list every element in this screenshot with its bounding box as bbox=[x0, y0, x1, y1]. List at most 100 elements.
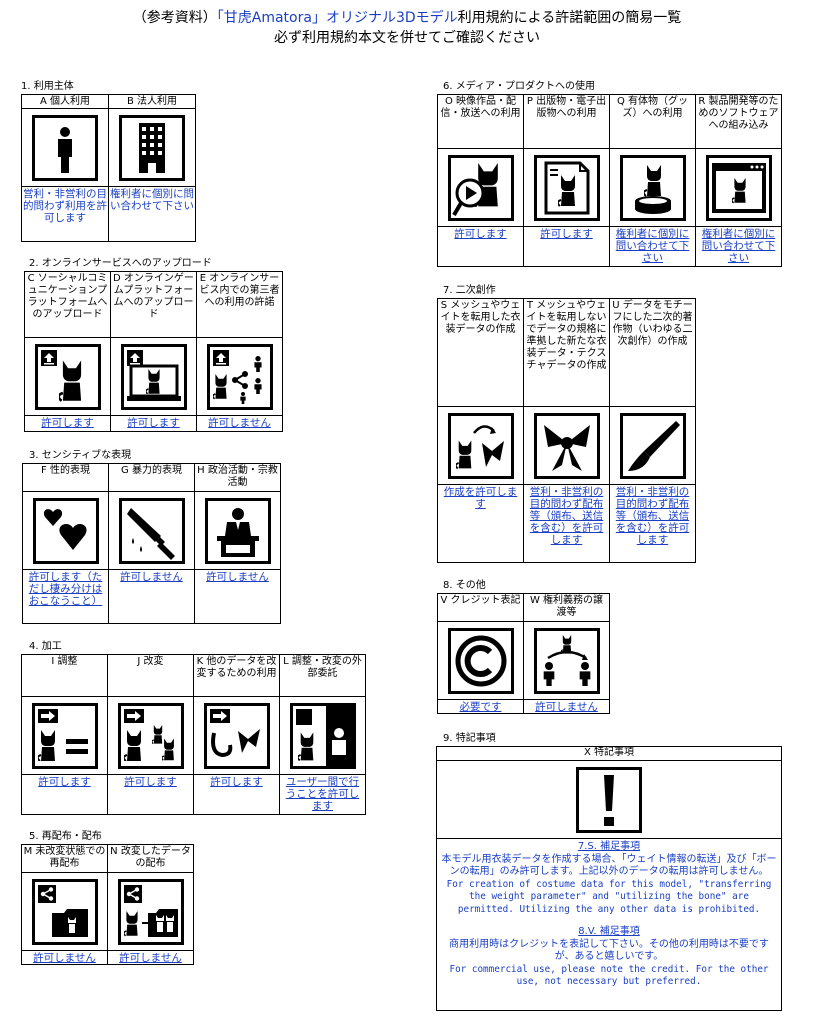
item-k-result: 許可します bbox=[193, 774, 280, 815]
note-1-title: 7.S. 補足事項 bbox=[577, 841, 641, 852]
item-w-label: W 権利義務の譲渡等 bbox=[523, 593, 610, 622]
item-a-result: 営利・非営利の目的問わず利用を許可します bbox=[21, 186, 109, 242]
item-j-label: J 改変 bbox=[107, 654, 194, 697]
outsource-icon bbox=[289, 702, 356, 769]
modify-icon bbox=[117, 702, 184, 769]
modified-distribute-icon bbox=[117, 878, 184, 945]
note-1-jp: 本モデル用衣装データを作成する場合、「ウェイト情報の転送」及び「ボーンの転用」の… bbox=[441, 853, 777, 878]
section-3-label: 3. センシティブな表現 bbox=[29, 450, 132, 461]
item-s-result: 作成を許可します bbox=[437, 484, 524, 563]
section-8-table: V クレジット表記 W 権利義務の譲渡等 必要です 許可しません bbox=[437, 593, 610, 714]
section-1-table: A 個人利用 B 法人利用 bbox=[21, 94, 196, 242]
item-o-label: O 映像作品・配信・放送への利用 bbox=[437, 94, 524, 149]
note-2-jp: 商用利用時はクレジットを表記して下さい。その他の利用時は不要ですが、あると嬉しい… bbox=[449, 938, 769, 963]
brush-icon bbox=[619, 412, 686, 479]
adjust-icon bbox=[31, 702, 98, 769]
video-icon bbox=[447, 154, 514, 221]
item-q-label: Q 有体物（グッズ）への利用 bbox=[609, 94, 696, 149]
item-w-result: 許可しません bbox=[523, 699, 610, 714]
section-6-table: O 映像作品・配信・放送への利用 P 出版物・電子出版物への利用 Q 有体物（グ… bbox=[437, 94, 782, 267]
page-title: （参考資料）「甘虎Amatora」オリジナル3Dモデル利用規約による許諾範囲の簡… bbox=[0, 8, 814, 28]
section-9-table: X 特記事項 7.S. 補足事項 本モデル用衣装データを作成する場合、「ウェイト… bbox=[436, 746, 782, 1011]
item-l-label: L 調整・改変の外部委託 bbox=[279, 654, 366, 697]
item-g-label: G 暴力的表現 bbox=[108, 463, 195, 492]
section-6-label: 6. メディア・プロダクトへの使用 bbox=[443, 81, 596, 92]
section-7-table: S メッシュやウェイトを転用した衣装データの作成 T メッシュやウェイトを転用し… bbox=[437, 298, 696, 563]
item-f-result: 許可します（ただし棲み分けはおこなうこと） bbox=[22, 569, 109, 624]
item-r-label: R 製品開発等のためのソフトウェアへの組み込み bbox=[695, 94, 782, 149]
item-j-result: 許可します bbox=[107, 774, 194, 815]
section-5-label: 5. 再配布・配布 bbox=[29, 831, 102, 842]
item-v-label: V クレジット表記 bbox=[437, 593, 524, 622]
item-u-result: 営利・非営利の目的問わず配布等（頒布、送信を含む）を許可します bbox=[609, 484, 696, 563]
item-e-label: E オンラインサービス内での第三者への利用の許諾 bbox=[196, 271, 283, 338]
exclamation-icon bbox=[576, 766, 642, 833]
item-f-label: F 性的表現 bbox=[22, 463, 109, 492]
section-1-label: 1. 利用主体 bbox=[21, 81, 74, 92]
title-model-name: 「甘虎Amatora」オリジナル3Dモデル bbox=[216, 10, 458, 26]
item-i-result: 許可します bbox=[21, 774, 108, 815]
item-i-label: I 調整 bbox=[21, 654, 108, 697]
section-5-table: M 未改変状態での再配布 N 改変したデータの配布 bbox=[21, 844, 194, 965]
section-8-label: 8. その他 bbox=[443, 580, 486, 591]
item-t-label: T メッシュやウェイトを転用しないでデータの規格に準拠した新たな衣装データ・テク… bbox=[523, 298, 610, 407]
title-prefix: （参考資料） bbox=[132, 10, 217, 26]
item-t-result: 営利・非営利の目的問わず配布等（頒布、送信を含む）を許可します bbox=[523, 484, 610, 563]
item-e-result: 許可しません bbox=[196, 415, 283, 432]
item-h-result: 許可しません bbox=[194, 569, 281, 624]
social-upload-icon bbox=[34, 343, 101, 410]
item-p-result: 許可します bbox=[523, 226, 610, 267]
item-h-label: H 政治活動・宗教活動 bbox=[194, 463, 281, 492]
game-upload-icon bbox=[120, 343, 187, 410]
item-l-result: ユーザー間で行うことを許可します bbox=[279, 774, 366, 815]
item-o-result: 許可します bbox=[437, 226, 524, 267]
hearts-icon bbox=[32, 497, 99, 564]
page-subtitle: 必ず利用規約本文を併せてご確認ください bbox=[274, 30, 540, 46]
item-m-label: M 未改変状態での再配布 bbox=[21, 844, 108, 873]
section-9-label: 9. 特記事項 bbox=[443, 733, 496, 744]
building-icon bbox=[119, 114, 185, 181]
item-v-result: 必要です bbox=[437, 699, 524, 714]
item-d-result: 許可します bbox=[110, 415, 197, 432]
section-4-table: I 調整 J 改変 K 他のデータを改変するための利用 L 調整・改変の外部委託 bbox=[21, 654, 366, 815]
item-m-result: 許可しません bbox=[21, 950, 108, 965]
section-2-label: 2. オンラインサービスへのアップロード bbox=[29, 258, 212, 269]
podium-icon bbox=[204, 497, 271, 564]
person-icon bbox=[32, 114, 98, 181]
item-c-label: C ソーシャルコミュニケーションプラットフォームへのアップロード bbox=[24, 271, 111, 338]
transfer-icon bbox=[533, 627, 600, 694]
costume-icon bbox=[447, 412, 514, 479]
section-3-table: F 性的表現 G 暴力的表現 H 政治活動・宗教活動 bbox=[22, 463, 281, 624]
special-notes: 7.S. 補足事項 本モデル用衣装データを作成する場合、「ウェイト情報の転送」及… bbox=[436, 838, 782, 1011]
item-c-result: 許可します bbox=[24, 415, 111, 432]
note-2-title: 8.V. 補足事項 bbox=[578, 926, 640, 937]
item-n-result: 許可しません bbox=[107, 950, 194, 965]
item-p-label: P 出版物・電子出版物への利用 bbox=[523, 94, 610, 149]
redistribute-icon bbox=[31, 878, 98, 945]
item-q-result: 権利者に個別に問い合わせて下さい bbox=[609, 226, 696, 267]
other-data-icon bbox=[203, 702, 270, 769]
section-2-table: C ソーシャルコミュニケーションプラットフォームへのアップロード D オンライン… bbox=[24, 271, 283, 432]
note-2-en: For commercial use, please note the cred… bbox=[449, 963, 769, 988]
section-7-label: 7. 二次創作 bbox=[443, 285, 496, 296]
item-d-label: D オンラインゲームプラットフォームへのアップロード bbox=[110, 271, 197, 338]
item-s-label: S メッシュやウェイトを転用した衣装データの作成 bbox=[437, 298, 524, 407]
copyright-icon bbox=[447, 627, 514, 694]
item-k-label: K 他のデータを改変するための利用 bbox=[193, 654, 280, 697]
title-suffix: 利用規約による許諾範囲の簡易一覧 bbox=[457, 10, 682, 26]
item-g-result: 許可しません bbox=[108, 569, 195, 624]
publication-icon bbox=[533, 154, 600, 221]
share-third-party-icon bbox=[206, 343, 273, 410]
item-u-label: U データをモチーフにした二次的著作物（いわゆる二次創作）の作成 bbox=[609, 298, 696, 407]
software-window-icon bbox=[705, 154, 772, 221]
item-n-label: N 改変したデータの配布 bbox=[107, 844, 194, 873]
item-r-result: 権利者に個別に問い合わせて下さい bbox=[695, 226, 782, 267]
figure-goods-icon bbox=[619, 154, 686, 221]
item-b-label: B 法人利用 bbox=[108, 94, 196, 109]
section-4-label: 4. 加工 bbox=[29, 641, 62, 652]
item-b-result: 権利者に個別に問い合わせて下さい bbox=[108, 186, 196, 242]
knife-icon bbox=[118, 497, 185, 564]
item-x-label: X 特記事項 bbox=[436, 746, 782, 761]
ribbon-icon bbox=[533, 412, 600, 479]
item-a-label: A 個人利用 bbox=[21, 94, 109, 109]
